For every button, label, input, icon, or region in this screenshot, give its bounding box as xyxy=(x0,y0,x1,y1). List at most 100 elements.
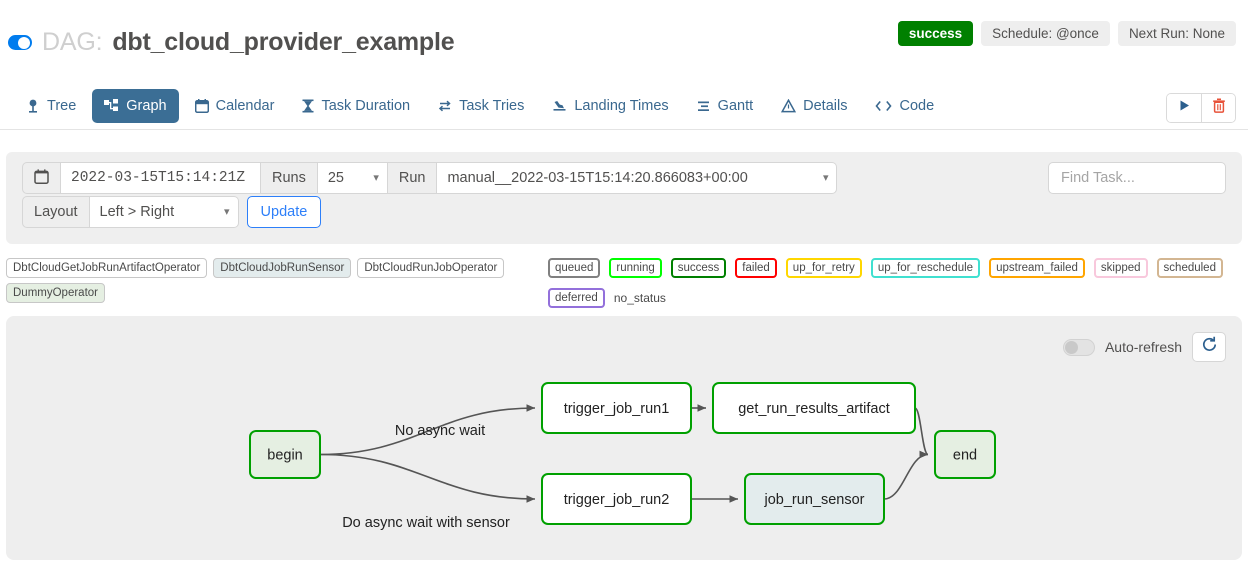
tab-landing-times[interactable]: Landing Times xyxy=(540,89,680,123)
graph-toolbar: Auto-refresh xyxy=(1062,332,1226,362)
graph-node-box xyxy=(744,473,885,525)
filter-bar: 2022-03-15T15:14:21Z Runs 25 ▾ Run manua… xyxy=(6,152,1242,244)
tab-label: Tree xyxy=(47,98,77,114)
graph-node[interactable]: trigger_job_run1 xyxy=(541,382,692,434)
status-legend-chip[interactable]: success xyxy=(670,258,727,278)
graph-nodes: begin trigger_job_run1 get_run_results_art… xyxy=(249,382,996,525)
dag-run-value: manual__2022-03-15T15:14:20.866083+00:00 xyxy=(447,170,748,186)
code-icon xyxy=(875,100,893,112)
dag-title: DAG: dbt_cloud_provider_example xyxy=(8,28,455,57)
tab-task-tries[interactable]: Task Tries xyxy=(426,89,536,123)
graph-node-label: trigger_job_run1 xyxy=(564,401,670,417)
graph-node[interactable]: trigger_job_run2 xyxy=(541,473,692,525)
tab-details[interactable]: Details xyxy=(769,89,859,123)
status-legend-chip[interactable]: up_for_retry xyxy=(785,258,862,278)
status-legend-chip[interactable]: scheduled xyxy=(1156,258,1223,278)
graph-node-label: end xyxy=(953,447,977,463)
graph-node-box xyxy=(249,430,321,479)
chevron-down-icon: ▾ xyxy=(822,171,829,184)
dag-prefix-label: DAG: xyxy=(42,28,103,56)
trigger-dag-button[interactable] xyxy=(1167,94,1201,122)
operator-legend-chip[interactable]: DummyOperator xyxy=(6,283,105,303)
status-legend-chip[interactable]: up_for_reschedule xyxy=(870,258,981,278)
tab-task-duration[interactable]: Task Duration xyxy=(290,89,422,123)
tab-label: Gantt xyxy=(717,98,754,114)
gantt-icon xyxy=(697,99,711,113)
graph-edge xyxy=(914,407,929,459)
dag-run-select[interactable]: manual__2022-03-15T15:14:20.866083+00:00… xyxy=(437,162,838,194)
dag-graph[interactable]: begin trigger_job_run1 get_run_results_art… xyxy=(6,316,1242,560)
auto-refresh-toggle[interactable] xyxy=(1062,338,1095,356)
operator-legend-chip[interactable]: DbtCloudRunJobOperator xyxy=(357,258,505,278)
refresh-button[interactable] xyxy=(1192,332,1226,362)
graph-node[interactable]: job_run_sensor xyxy=(744,473,885,525)
status-legend-chip[interactable]: skipped xyxy=(1093,258,1148,278)
warning-icon xyxy=(781,99,797,113)
landing-icon xyxy=(552,99,567,113)
status-legend-chip[interactable]: failed xyxy=(735,258,777,278)
auto-refresh-label: Auto-refresh xyxy=(1104,339,1182,355)
num-runs-select[interactable]: 25 ▾ xyxy=(317,162,388,194)
trash-icon xyxy=(1212,98,1226,118)
filter-row-primary: 2022-03-15T15:14:21Z Runs 25 ▾ Run manua… xyxy=(22,162,838,194)
graph-edge-label: No async wait xyxy=(395,423,485,439)
header-badges: success Schedule: @once Next Run: None xyxy=(897,21,1236,46)
play-icon xyxy=(1178,99,1191,117)
tab-bar: Tree Graph Calendar Task Duration Task T xyxy=(0,82,1248,130)
graph-node-label: get_run_results_artifact xyxy=(738,401,890,417)
operator-legend-chip[interactable]: DbtCloudGetJobRunArtifactOperator xyxy=(6,258,208,278)
tab-calendar[interactable]: Calendar xyxy=(183,89,287,123)
tab-label: Task Duration xyxy=(321,98,411,114)
dag-name-label: dbt_cloud_provider_example xyxy=(112,28,455,56)
graph-edge-labels: No async wait Do async wait with sensor xyxy=(342,423,510,531)
num-runs-value: 25 xyxy=(327,170,344,186)
tab-code[interactable]: Code xyxy=(863,89,946,123)
graph-edge xyxy=(883,450,929,500)
graph-panel: Auto-refresh begin trigger_job_run1 get_ru… xyxy=(6,316,1242,560)
update-button[interactable]: Update xyxy=(246,196,322,228)
find-task-input[interactable]: Find Task... xyxy=(1048,162,1226,194)
tab-graph[interactable]: Graph xyxy=(92,89,179,123)
tab-label: Code xyxy=(899,98,935,114)
filter-row-secondary: Layout Left > Right ▾ Update xyxy=(22,196,322,228)
graph-node-box xyxy=(541,473,692,525)
dag-pause-toggle[interactable] xyxy=(8,35,32,50)
graph-node-label: trigger_job_run2 xyxy=(564,492,670,508)
graph-node-box xyxy=(541,382,692,434)
status-legend-chip[interactable]: deferred xyxy=(548,288,605,308)
graph-icon xyxy=(104,99,119,113)
graph-node-box xyxy=(712,382,916,434)
graph-edges xyxy=(319,404,929,503)
tab-label: Landing Times xyxy=(574,98,669,114)
graph-node[interactable]: begin xyxy=(249,430,321,479)
status-legend: queued running success failed up_for_retry up… xyxy=(548,258,1248,308)
graph-node[interactable]: get_run_results_artifact xyxy=(712,382,916,434)
operator-legend-chip[interactable]: DbtCloudJobRunSensor xyxy=(213,258,352,278)
refresh-icon xyxy=(1201,336,1218,358)
date-picker-button[interactable] xyxy=(22,162,61,194)
graph-node[interactable]: end xyxy=(934,430,996,479)
status-legend-chip[interactable]: upstream_failed xyxy=(989,258,1085,278)
tab-tree[interactable]: Tree xyxy=(14,89,88,123)
tab-gantt[interactable]: Gantt xyxy=(685,89,765,123)
layout-label: Layout xyxy=(22,196,90,228)
delete-dag-button[interactable] xyxy=(1201,94,1235,122)
chevron-down-icon: ▾ xyxy=(224,205,230,218)
status-legend-chip[interactable]: queued xyxy=(548,258,601,278)
graph-edge xyxy=(319,453,536,503)
execution-date-input[interactable]: 2022-03-15T15:14:21Z xyxy=(61,162,261,194)
tab-label: Calendar xyxy=(215,98,275,114)
layout-select[interactable]: Left > Right ▾ xyxy=(89,196,239,228)
tree-icon xyxy=(26,99,40,113)
graph-node-box xyxy=(934,430,996,479)
runs-label: Runs xyxy=(261,162,318,194)
schedule-badge: Schedule: @once xyxy=(981,21,1110,46)
dag-action-group xyxy=(1166,93,1236,123)
no-status-label: no_status xyxy=(613,291,666,305)
status-badge: success xyxy=(897,21,974,46)
tab-label: Task Tries xyxy=(459,98,525,114)
graph-edge-label: Do async wait with sensor xyxy=(342,515,510,531)
status-legend-chip[interactable]: running xyxy=(609,258,662,278)
graph-node-label: begin xyxy=(267,447,302,463)
